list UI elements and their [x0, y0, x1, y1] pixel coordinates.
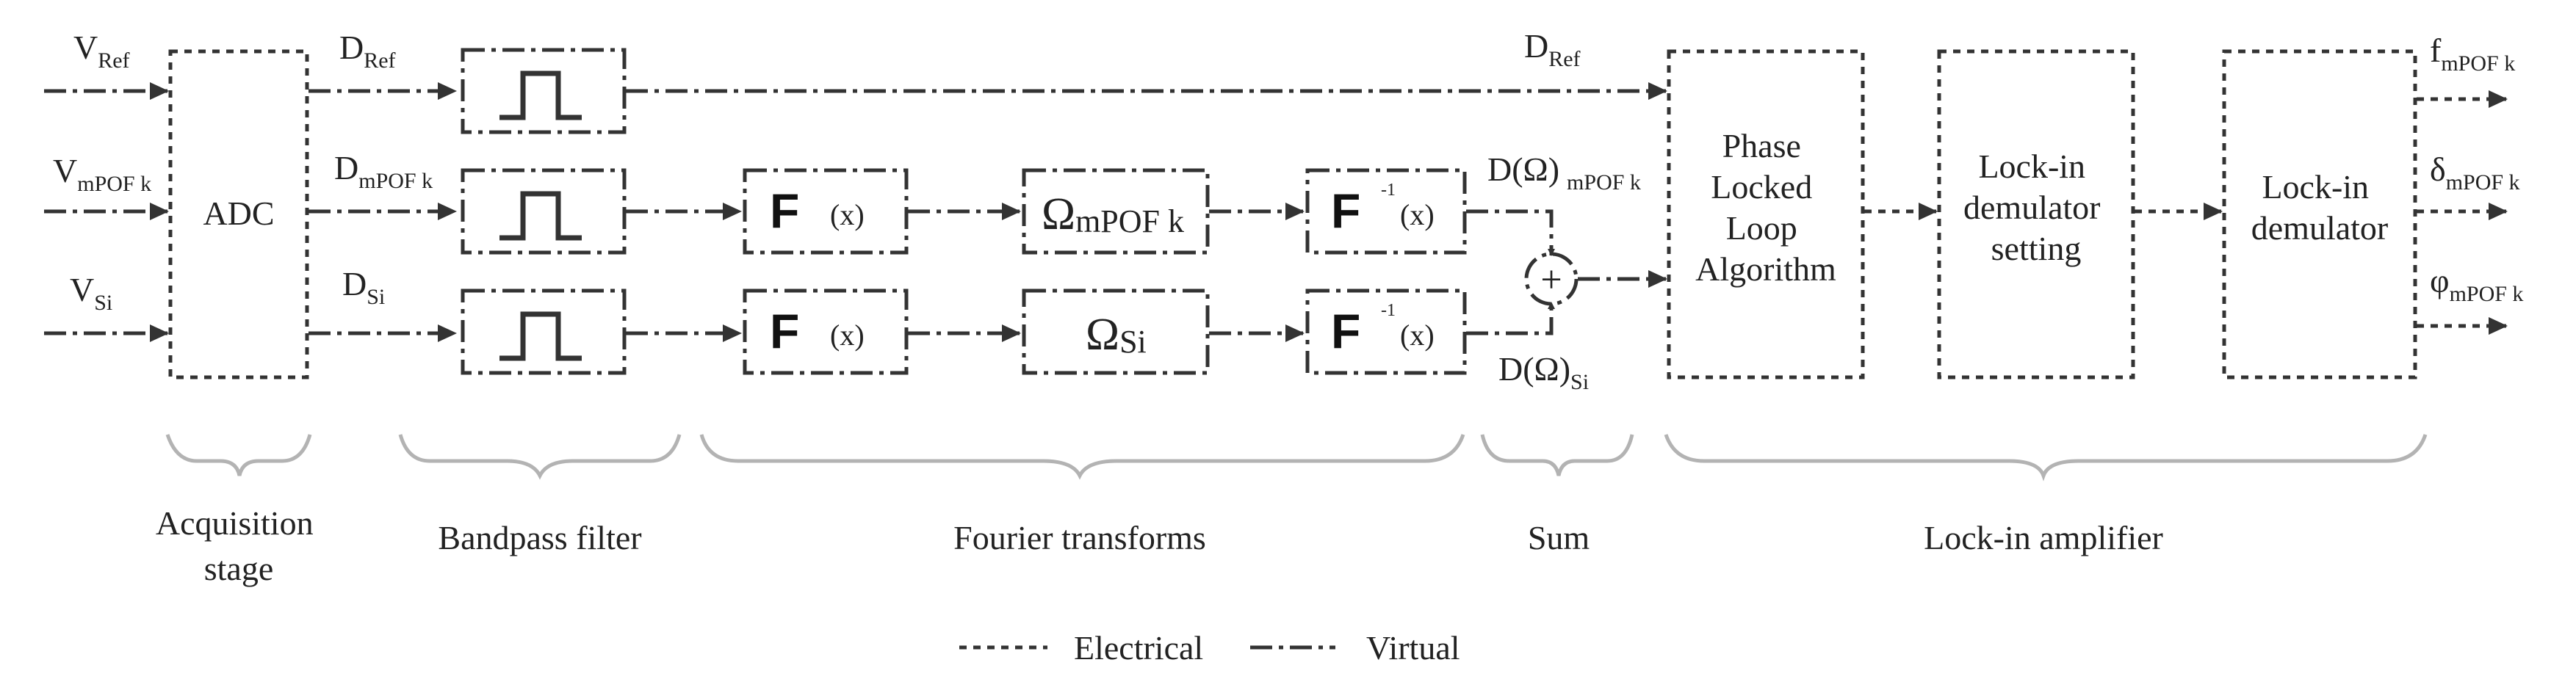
stage-label-bandpass: Bandpass filter: [438, 519, 641, 556]
fft-arg: (x): [830, 319, 865, 352]
ifft-exponent: -1: [1381, 301, 1396, 320]
legend-electrical-label: Electrical: [1074, 629, 1203, 667]
adc-label: ADC: [203, 195, 274, 232]
input-label-v-ref: VRef: [73, 29, 130, 73]
pulse-icon: [499, 191, 582, 241]
pll-block: [1667, 49, 1865, 380]
pulse-icon: [499, 311, 582, 361]
lockin-demod-label: Lock-in demulator: [2251, 168, 2389, 247]
stage-label-fourier: Fourier transforms: [953, 519, 1206, 556]
omega-label-si: ΩSi: [1086, 310, 1147, 360]
fft-block-mpof: [743, 168, 909, 255]
omega-label-mpof: ΩmPOF k: [1042, 189, 1184, 239]
output-label-phi: φmPOF k: [2430, 262, 2523, 306]
output-label-delta: δmPOF k: [2430, 150, 2520, 195]
arrow-ifft-mpof-to-sum: [1466, 209, 1555, 256]
signal-label-d-omega-mpof: D(Ω)mPOF k: [1487, 150, 1641, 195]
brace-lockin: [1664, 434, 2428, 482]
arrow-ifft-si-to-sum: [1466, 302, 1555, 335]
brace-sum: [1480, 434, 1634, 476]
ifft-exponent: -1: [1381, 181, 1396, 200]
fft-symbol: F: [770, 304, 799, 358]
bandpass-filter-ref: [461, 48, 627, 134]
ifft-symbol: F: [1331, 304, 1360, 358]
signal-label-d-si: DSi: [342, 265, 385, 309]
stage-label-lockin: Lock-in amplifier: [1924, 519, 2163, 556]
signal-label-d-mpof: DmPOF k: [334, 149, 433, 193]
brace-fourier: [699, 434, 1465, 480]
ifft-symbol: F: [1331, 184, 1360, 238]
signal-label-d-ref: DRef: [339, 29, 396, 73]
signal-label-d-ref-long: DRef: [1524, 27, 1581, 71]
bandpass-filter-si: [461, 288, 627, 375]
omega-block-si: [1022, 288, 1210, 375]
fft-block-si: [743, 288, 909, 375]
input-label-v-si: VSi: [70, 271, 112, 315]
adc-block: [168, 49, 309, 380]
lockin-setting-label: Lock-in demulator setting: [1963, 148, 2109, 267]
sum-node: [1524, 252, 1579, 306]
input-label-v-mpof: VmPOF k: [53, 152, 151, 196]
ifft-block-si: [1305, 288, 1467, 375]
ifft-block-mpof: [1305, 168, 1467, 255]
fft-arg: (x): [830, 198, 865, 231]
sum-symbol: +: [1540, 259, 1562, 301]
fft-symbol: F: [770, 184, 799, 238]
ifft-arg: (x): [1400, 198, 1435, 231]
signal-label-d-omega-si: D(Ω)Si: [1498, 350, 1589, 394]
brace-acquisition: [165, 434, 312, 476]
lockin-setting-block: [1937, 49, 2135, 380]
bandpass-filter-mpof: [461, 168, 627, 255]
pll-label: Phase Locked Loop Algorithm: [1695, 127, 1836, 288]
lockin-demod-block: [2222, 49, 2417, 380]
legend-virtual-label: Virtual: [1366, 629, 1460, 667]
stage-label-acquisition: Acquisition stage: [156, 504, 322, 587]
output-label-f: fmPOF k: [2430, 32, 2515, 76]
omega-block-mpof: [1022, 168, 1210, 255]
pulse-icon: [499, 70, 582, 120]
stage-label-sum: Sum: [1528, 519, 1590, 556]
brace-bandpass: [398, 434, 682, 480]
ifft-arg: (x): [1400, 319, 1435, 352]
